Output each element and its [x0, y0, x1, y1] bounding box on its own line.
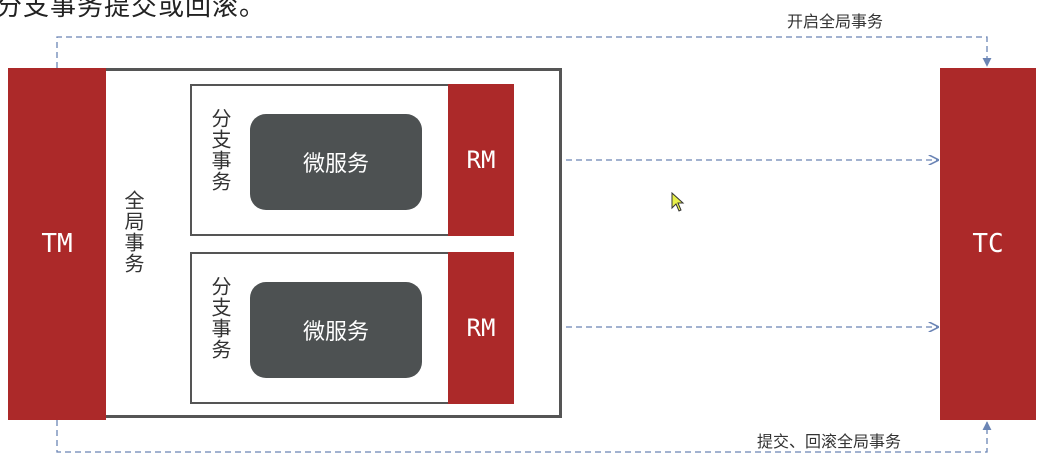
- microservice-label: 微服务: [302, 320, 369, 345]
- rm-block: RM: [448, 84, 514, 236]
- branch-transaction-label: 分支事务: [208, 276, 232, 360]
- rm-block: RM: [448, 252, 514, 404]
- tm-label: TM: [41, 229, 73, 259]
- tm-block: TM: [8, 68, 106, 420]
- tc-label: TC: [972, 229, 1004, 259]
- microservice-block: 微服务: [250, 114, 422, 210]
- rm-label: RM: [466, 314, 496, 342]
- branch-transaction-label: 分支事务: [208, 108, 232, 192]
- branch-transaction-box: 分支事务 微服务 RM: [190, 84, 514, 236]
- commit-rollback-caption: 提交、回滚全局事务: [757, 432, 902, 451]
- global-transaction-label: 全局事务: [121, 190, 145, 274]
- microservice-label: 微服务: [302, 152, 369, 177]
- tc-block: TC: [940, 68, 1036, 420]
- microservice-block: 微服务: [250, 282, 422, 378]
- open-global-connector: [56, 36, 992, 68]
- branch-transaction-box: 分支事务 微服务 RM: [190, 252, 514, 404]
- open-global-caption: 开启全局事务: [787, 12, 884, 31]
- heading-text: 分支事务提交或回滚。: [0, 0, 267, 22]
- commit-rollback-connector: [56, 420, 992, 453]
- rm-label: RM: [466, 146, 496, 174]
- mouse-cursor-icon: [671, 192, 685, 212]
